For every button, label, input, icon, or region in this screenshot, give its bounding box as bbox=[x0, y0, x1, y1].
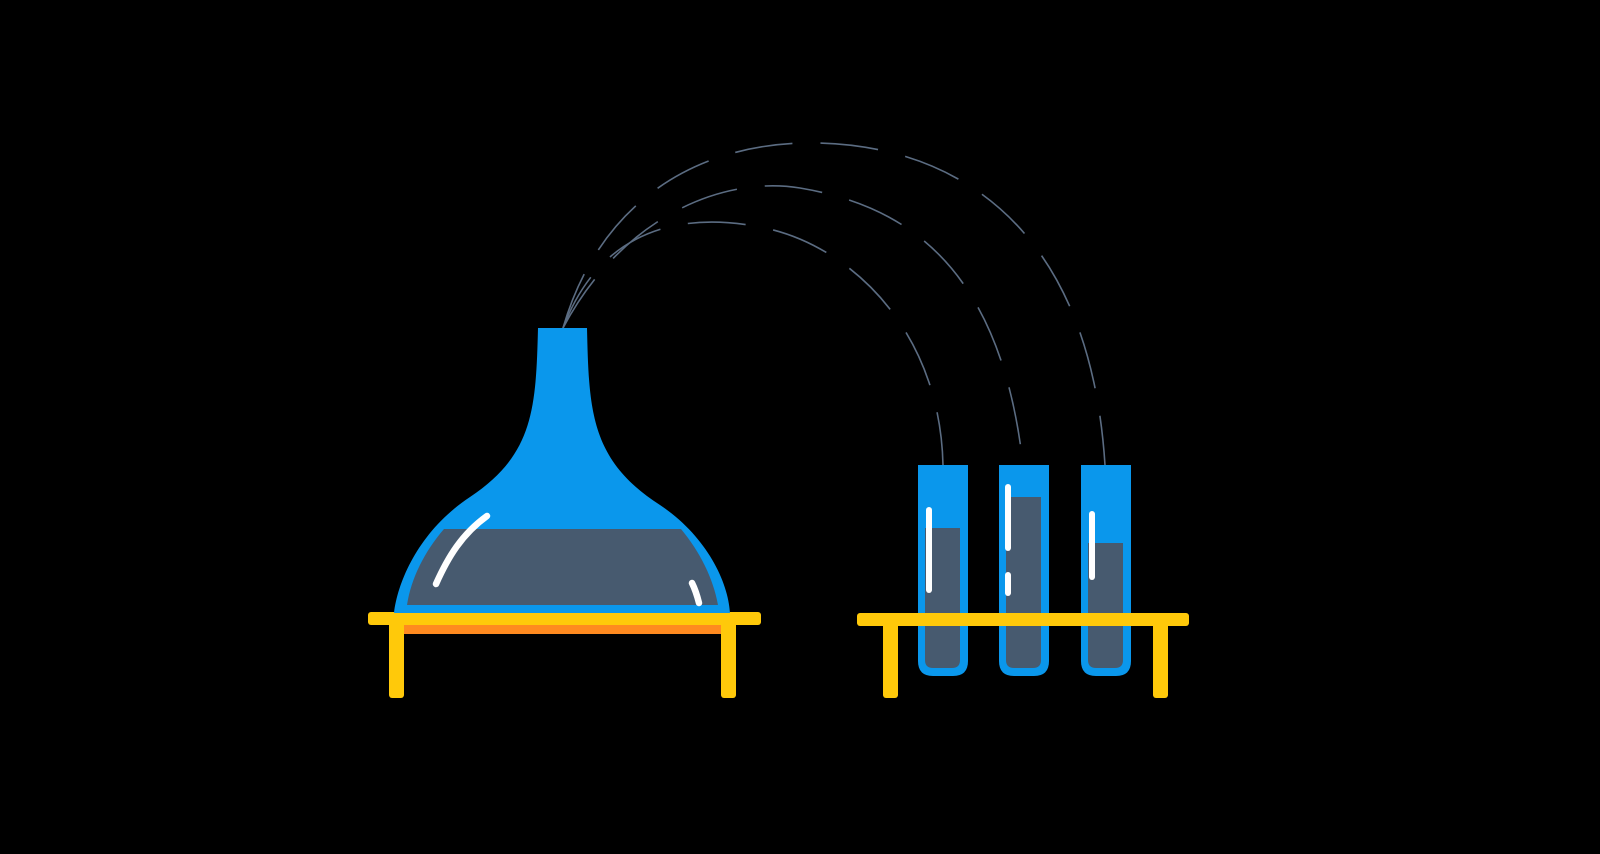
tube-rack-leg-right bbox=[1153, 622, 1168, 698]
tube-line-2 bbox=[562, 185, 1024, 466]
tubing-lines bbox=[562, 142, 1106, 466]
test-tube-3-liquid bbox=[1088, 543, 1123, 668]
flask bbox=[394, 328, 730, 613]
flask-table-leg-left bbox=[389, 622, 404, 698]
tube-rack bbox=[883, 622, 1168, 698]
test-tube-1-liquid bbox=[925, 528, 960, 668]
tube-rack-top bbox=[857, 613, 1189, 626]
flask-liquid bbox=[407, 529, 718, 605]
flask-highlight-large bbox=[432, 512, 491, 588]
tube-line-3 bbox=[562, 142, 1106, 466]
test-tube-2 bbox=[999, 465, 1049, 676]
flask-table-leg-right bbox=[721, 622, 736, 698]
tube-line-1 bbox=[562, 221, 944, 466]
tube-rack-leg-left bbox=[883, 622, 898, 698]
test-tube-2-liquid bbox=[1006, 497, 1041, 668]
test-tube-3 bbox=[1081, 465, 1131, 676]
test-tube-1 bbox=[918, 465, 968, 676]
flask-highlight-small bbox=[688, 579, 703, 607]
flask-table bbox=[368, 612, 761, 698]
flask-table-top bbox=[368, 612, 761, 625]
